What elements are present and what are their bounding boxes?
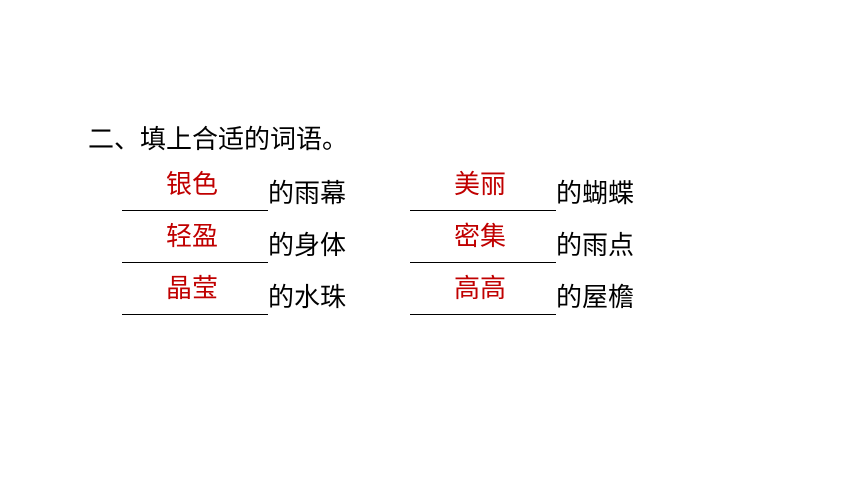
phrase-suffix: 的雨点 xyxy=(556,231,635,261)
phrase-suffix: 的雨幕 xyxy=(268,179,347,209)
answer-blank[interactable]: 银色 xyxy=(122,170,268,214)
answer-blank[interactable]: 高高 xyxy=(410,274,556,318)
answer-text: 密集 xyxy=(454,222,507,252)
answer-text: 晶莹 xyxy=(166,274,219,304)
answer-text: 美丽 xyxy=(454,170,507,200)
phrase-suffix: 的身体 xyxy=(268,231,347,261)
blank-underline xyxy=(410,262,556,263)
answer-blank[interactable]: 晶莹 xyxy=(122,274,268,318)
answer-blank[interactable]: 密集 xyxy=(410,222,556,266)
phrase-suffix: 的水珠 xyxy=(268,283,347,313)
blank-underline xyxy=(122,262,268,263)
answer-blank[interactable]: 美丽 xyxy=(410,170,556,214)
answer-blank[interactable]: 轻盈 xyxy=(122,222,268,266)
answer-text: 银色 xyxy=(166,170,219,200)
phrase-suffix: 的蝴蝶 xyxy=(556,179,635,209)
blank-underline xyxy=(122,210,268,211)
answer-text: 高高 xyxy=(454,274,507,304)
blank-underline xyxy=(410,210,556,211)
exercise-title: 二、填上合适的词语。 xyxy=(88,125,349,155)
blank-underline xyxy=(410,314,556,315)
phrase-suffix: 的屋檐 xyxy=(556,283,635,313)
answer-text: 轻盈 xyxy=(166,222,219,252)
blank-underline xyxy=(122,314,268,315)
